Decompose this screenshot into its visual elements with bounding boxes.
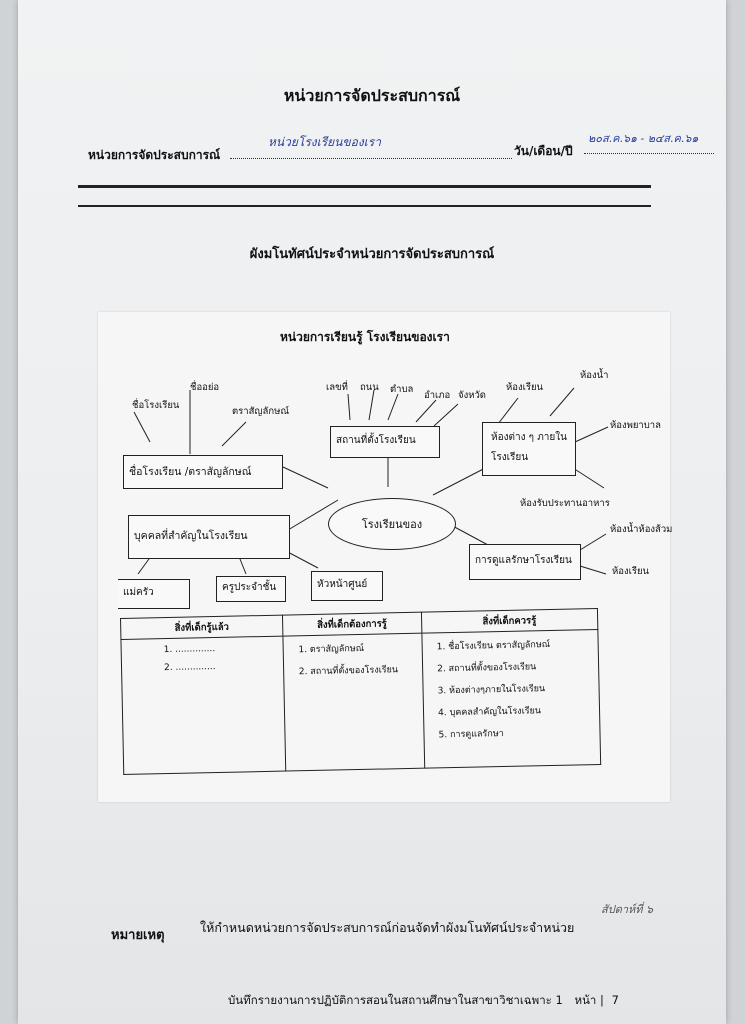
footer-text: บันทึกรายงานการปฏิบัติการสอนในสถานศึกษาใ… — [228, 993, 563, 1007]
leaf-road: ถนน — [360, 382, 379, 393]
unit-label: หน่วยการจัดประสบการณ์ — [88, 148, 221, 162]
divider-thick — [78, 185, 651, 188]
leaf-short-name: ชื่ออย่อ — [190, 382, 220, 393]
kwl-cell-known: 1. .............. 2. .............. — [120, 636, 286, 775]
leaf-address-number: เลขที่ — [326, 382, 348, 393]
date-handwritten-value: ๒๐ส.ค.๖๑ - ๒๔ส.ค.๖๑ — [588, 132, 699, 145]
central-topic-label: โรงเรียนของ — [361, 518, 423, 531]
kwl-table: สิ่งที่เด็กรู้แล้ว สิ่งที่เด็กต้องการรู้… — [120, 608, 601, 775]
note-label: หมายเหตุ — [111, 928, 165, 943]
leaf-cook: แม่ครัว — [118, 579, 190, 609]
date-label: วัน/เดือน/ปี — [514, 144, 573, 158]
kwl-header-want: สิ่งที่เด็กต้องการรู้ — [282, 612, 422, 637]
leaf-subdistrict: ตำบล — [390, 384, 414, 395]
leaf-toilets: ห้องน้ำห้องส้วม — [610, 524, 673, 535]
document-page: หน่วยการจัดประสบการณ์ หน่วยการจัดประสบกา… — [18, 0, 726, 1024]
leaf-restroom: ห้องน้ำ — [580, 370, 609, 381]
kwl-should-item: บุคคลสำคัญในโรงเรียน — [449, 702, 591, 719]
kwl-should-item: ชื่อโรงเรียน ตราสัญลักษณ์ — [448, 636, 590, 653]
mind-map-heading: ผังมโนทัศน์ประจำหน่วยการจัดประสบการณ์ — [249, 247, 495, 262]
node-school-rooms-line1: ห้องต่าง ๆ ภายใน — [491, 432, 567, 443]
note-text: ให้กำหนดหน่วยการจัดประสบการณ์ก่อนจัดทำผั… — [200, 920, 575, 935]
date-dotted-line — [584, 153, 714, 154]
leaf-homeroom-teacher: ครูประจำชั้น — [216, 576, 286, 602]
central-topic: โรงเรียนของ — [328, 498, 456, 550]
kwl-cell-should: ชื่อโรงเรียน ตราสัญลักษณ์ สถานที่ตั้งของ… — [421, 629, 601, 769]
node-important-people: บุคคลที่สำคัญในโรงเรียน — [128, 515, 290, 559]
concept-map: หน่วยการเรียนรู้ โรงเรียนของเรา ชื่อโรงเ… — [98, 312, 673, 802]
footer-page-number: 7 — [611, 993, 619, 1007]
node-school-care: การดูแลรักษาโรงเรียน — [469, 544, 581, 580]
kwl-want-item: ตราสัญลักษณ์ — [310, 640, 414, 656]
footer-page-label: หน้า | — [574, 993, 604, 1007]
kwl-known-item: 1. .............. — [163, 644, 216, 656]
kwl-want-item: สถานที่ตั้งของโรงเรียน — [310, 662, 414, 678]
page-footer: บันทึกรายงานการปฏิบัติการสอนในสถานศึกษาใ… — [228, 992, 619, 1010]
node-school-name: ชื่อโรงเรียน /ตราสัญลักษณ์ — [123, 455, 283, 489]
leaf-school-name: ชื่อโรงเรียน — [132, 400, 180, 411]
kwl-should-item: ห้องต่างๆภายในโรงเรียน — [449, 680, 591, 697]
leaf-dining-room: ห้องรับประทานอาหาร — [520, 498, 610, 509]
kwl-cell-want: ตราสัญลักษณ์ สถานที่ตั้งของโรงเรียน — [283, 633, 425, 772]
node-school-location: สถานที่ตั้งโรงเรียน — [330, 426, 440, 458]
leaf-classrooms: ห้องเรียน — [612, 566, 650, 577]
leaf-province: จังหวัด — [458, 390, 486, 401]
kwl-known-item: 2. .............. — [163, 662, 216, 674]
leaf-center-head: หัวหน้าศูนย์ — [311, 571, 383, 601]
unit-dotted-line — [230, 158, 512, 159]
leaf-district: อำเภอ — [424, 390, 451, 401]
kwl-should-item: สถานที่ตั้งของโรงเรียน — [448, 658, 590, 675]
node-school-rooms: ห้องต่าง ๆ ภายใน โรงเรียน — [482, 422, 576, 476]
leaf-infirmary: ห้องพยาบาล — [610, 420, 661, 431]
connector-lines — [133, 387, 609, 575]
leaf-classroom: ห้องเรียน — [506, 382, 544, 393]
kwl-should-item: การดูแลรักษา — [450, 724, 592, 741]
leaf-emblem: ตราสัญลักษณ์ — [232, 406, 290, 417]
divider-thin — [78, 205, 651, 207]
page-title: หน่วยการจัดประสบการณ์ — [283, 86, 461, 105]
node-school-rooms-line2: โรงเรียน — [491, 452, 529, 463]
unit-handwritten-value: หน่วยโรงเรียนของเรา — [268, 135, 381, 149]
note-handwritten: สัปดาห์ที่ ๖ — [601, 903, 653, 916]
diagram-title: หน่วยการเรียนรู้ โรงเรียนของเรา — [280, 330, 450, 344]
